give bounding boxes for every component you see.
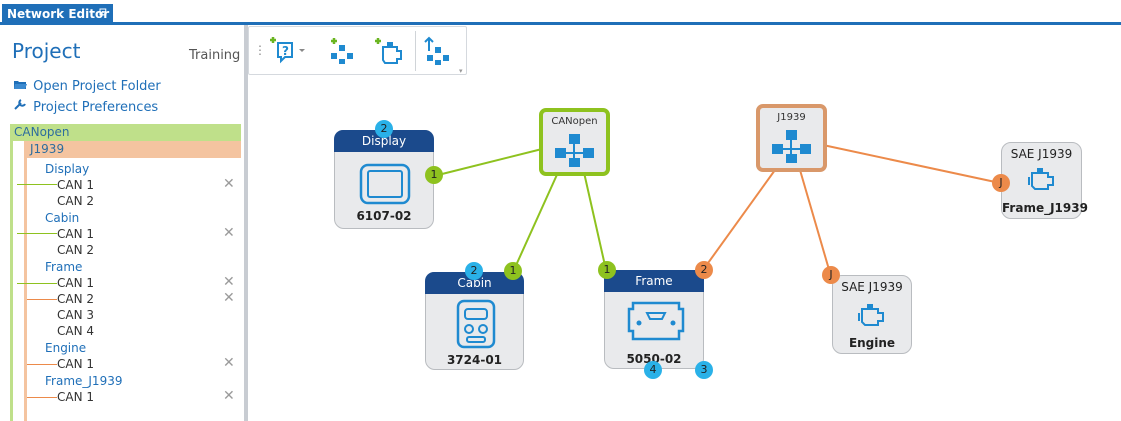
tab-label: Network Editor <box>7 7 110 21</box>
tree-connector <box>27 299 57 300</box>
connection-badge[interactable]: J <box>992 174 1010 192</box>
connection-badge[interactable]: J <box>822 266 840 284</box>
connection-badge[interactable]: 1 <box>598 261 616 279</box>
tree-canopen-label: CANopen <box>14 125 70 139</box>
tree-device-cabin[interactable]: Cabin <box>45 211 80 225</box>
panel-splitter[interactable] <box>244 25 248 421</box>
connection-badge[interactable]: 2 <box>695 261 713 279</box>
remove-connection-icon[interactable]: ✕ <box>223 274 235 290</box>
add-engine-device-button[interactable] <box>371 33 407 69</box>
add-unknown-device-button[interactable]: ? <box>267 33 305 69</box>
tree-connector <box>27 397 57 398</box>
tree-connector <box>17 233 57 234</box>
frame-controller-icon <box>627 299 685 347</box>
tree-canopen-guide <box>10 141 13 421</box>
remove-connection-icon[interactable]: ✕ <box>223 176 235 192</box>
tree-j1939-label: J1939 <box>30 142 65 156</box>
port-badge[interactable]: 2 <box>465 262 483 280</box>
node-device-name: Engine <box>848 336 896 350</box>
tree-port-engine-can1[interactable]: CAN 1 <box>57 357 95 371</box>
node-protocol-label: SAE J1939 <box>841 280 903 294</box>
toolbar-grip-icon: ⋮ <box>254 43 266 57</box>
network-topology-icon <box>771 128 813 168</box>
tree-port-frame-can2[interactable]: CAN 2 <box>57 292 95 306</box>
document-tab-strip: Network Editor ⊡ <box>0 0 1121 25</box>
wrench-icon <box>14 98 29 114</box>
port-badge[interactable]: 3 <box>695 361 713 379</box>
node-part-number: 6107-02 <box>356 209 412 223</box>
connection-badge[interactable]: 1 <box>425 166 443 184</box>
project-mode-label: Training <box>189 48 241 63</box>
connection-badge[interactable]: 1 <box>504 262 522 280</box>
tree-device-frame-j1939[interactable]: Frame_J1939 <box>45 374 123 388</box>
tree-port-frame-j1939-can1[interactable]: CAN 1 <box>57 390 95 404</box>
pin-icon[interactable]: ⊡ <box>98 7 107 18</box>
network-topology-icon <box>554 132 596 172</box>
network-name: CANopen <box>551 116 598 127</box>
tree-port-frame-can3[interactable]: CAN 3 <box>57 308 95 322</box>
port-badge[interactable]: 4 <box>644 361 662 379</box>
node-part-number: 5050-02 <box>626 352 682 366</box>
remove-connection-icon[interactable]: ✕ <box>223 225 235 241</box>
network-toolbar: ⋮ ? ▾ <box>248 26 467 75</box>
tree-port-frame-can4[interactable]: CAN 4 <box>57 324 95 338</box>
tree-device-frame[interactable]: Frame <box>45 260 83 274</box>
tree-port-cabin-can1[interactable]: CAN 1 <box>57 227 95 241</box>
project-preferences-label: Project Preferences <box>33 100 159 115</box>
cabin-panel-icon <box>455 299 497 353</box>
tree-connector <box>27 364 57 365</box>
network-node-canopen[interactable]: CANopen <box>539 108 610 176</box>
tree-port-cabin-can2[interactable]: CAN 2 <box>57 243 95 257</box>
toolbar-separator <box>415 31 416 71</box>
device-node-engine[interactable]: SAE J1939 Engine <box>832 275 912 354</box>
node-header: Display <box>334 130 434 152</box>
tree-canopen-row[interactable]: CANopen <box>10 124 241 141</box>
node-part-number: 3724-01 <box>446 353 503 367</box>
tree-connector <box>17 184 57 185</box>
tab-network-editor[interactable]: Network Editor ⊡ <box>2 4 113 25</box>
port-badge[interactable]: 2 <box>375 120 393 138</box>
device-node-cabin[interactable]: Cabin 3724-01 <box>425 272 524 370</box>
project-preferences-link[interactable]: Project Preferences <box>14 98 158 115</box>
tree-j1939-row[interactable]: J1939 <box>24 141 241 158</box>
project-title: Project <box>12 39 81 63</box>
tree-port-display-can1[interactable]: CAN 1 <box>57 178 95 192</box>
toolbar-overflow-icon[interactable]: ▾ <box>459 67 463 75</box>
node-header: Cabin <box>425 272 524 294</box>
auto-layout-button[interactable] <box>421 33 457 69</box>
open-project-folder-link[interactable]: Open Project Folder <box>14 79 161 94</box>
engine-icon <box>1028 165 1058 195</box>
display-icon <box>359 163 411 209</box>
network-name: J1939 <box>777 112 806 123</box>
folder-icon <box>14 79 29 93</box>
engine-icon <box>858 301 888 331</box>
device-node-frame-j1939[interactable]: SAE J1939 Frame_J1939 <box>1001 142 1088 219</box>
tree-device-display[interactable]: Display <box>45 162 90 176</box>
open-project-folder-label: Open Project Folder <box>33 79 161 94</box>
add-network-button[interactable] <box>327 33 363 69</box>
node-header: Frame <box>604 270 704 292</box>
tree-port-display-can2[interactable]: CAN 2 <box>57 194 95 208</box>
tree-port-frame-can1[interactable]: CAN 1 <box>57 276 95 290</box>
tab-strip-underline <box>0 22 1121 25</box>
network-node-j1939[interactable]: J1939 <box>756 104 827 172</box>
remove-connection-icon[interactable]: ✕ <box>223 388 235 404</box>
remove-connection-icon[interactable]: ✕ <box>223 355 235 371</box>
tree-device-engine[interactable]: Engine <box>45 341 87 355</box>
remove-connection-icon[interactable]: ✕ <box>223 290 235 306</box>
node-protocol-label: SAE J1939 <box>1010 147 1073 161</box>
project-panel: Project Training Open Project Folder Pro… <box>0 25 244 421</box>
tree-connector <box>17 283 57 284</box>
tree-j1939-guide <box>24 158 27 421</box>
svg-text:?: ? <box>282 44 289 58</box>
device-node-frame[interactable]: Frame 5050-02 <box>604 270 704 369</box>
node-device-name: Frame_J1939 <box>1002 201 1088 215</box>
device-node-display[interactable]: Display 6107-02 <box>334 130 434 229</box>
